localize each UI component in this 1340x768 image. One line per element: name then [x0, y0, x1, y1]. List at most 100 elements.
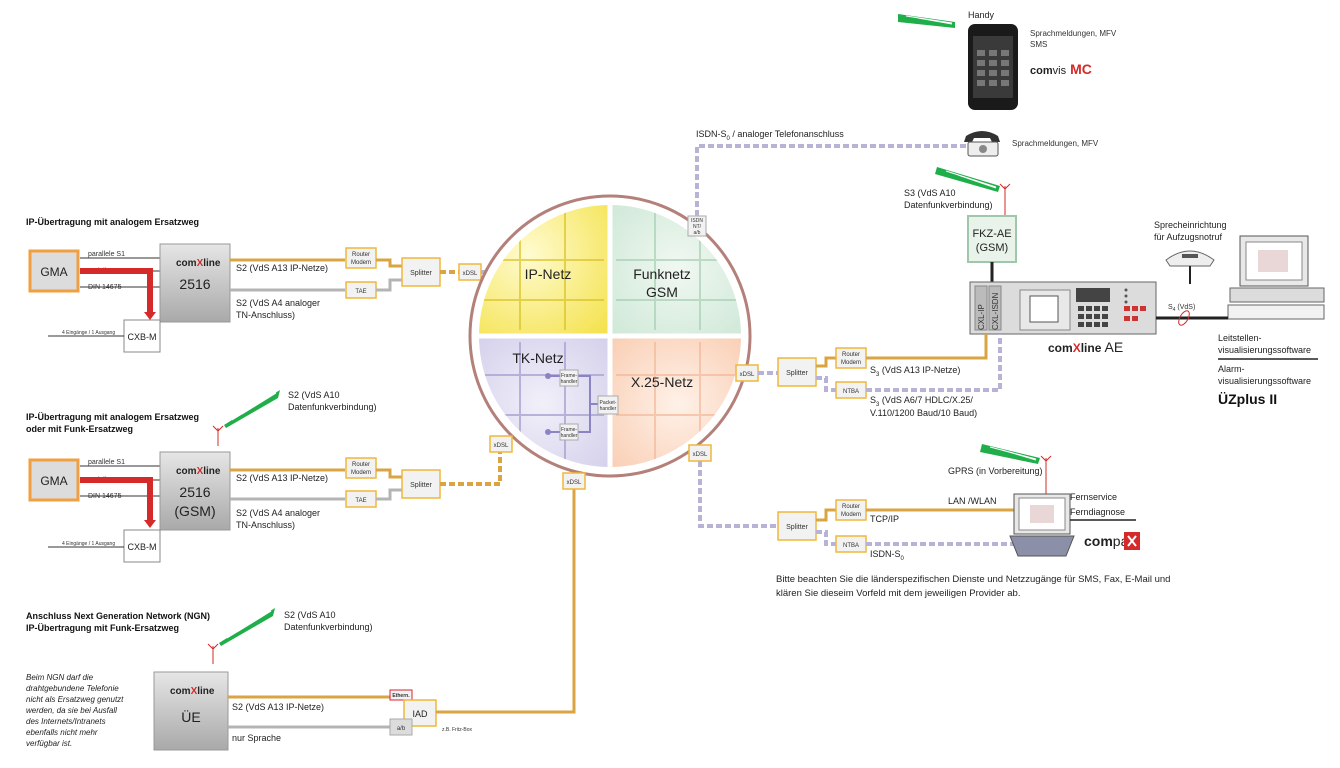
- section-title-ngn-1: Anschluss Next Generation Network (NGN): [26, 611, 210, 621]
- frame1-label-2: handler: [561, 379, 578, 385]
- router-label-1: Router: [352, 252, 370, 258]
- ae-isdn-line: [866, 334, 1002, 392]
- io-label: 4 Eingänge / 1 Ausgang: [62, 330, 115, 336]
- ab-label: a/b: [397, 726, 406, 732]
- leit-label-1: Leitstellen-: [1218, 333, 1262, 343]
- x25-quadrant: [610, 336, 741, 467]
- telephone-icon: [964, 131, 1000, 157]
- parallel-label-2: parallele S1: [88, 459, 125, 466]
- din-label: DIN 14675: [88, 284, 122, 291]
- radio-waves-icon-gprs: [980, 444, 1040, 464]
- gsm-label-2: GSM: [646, 284, 678, 300]
- ngn-voice-label: nur Sprache: [232, 733, 281, 743]
- s2-ip-label-2: S2 (VdS A13 IP-Netze): [236, 473, 328, 483]
- tae-label: TAE: [355, 289, 366, 295]
- brand-logo: comXline: [176, 258, 221, 269]
- router-label-2b: Modem: [351, 470, 371, 476]
- router-label-2a: Router: [352, 462, 370, 468]
- svg-text:Beim NGN darf die: Beim NGN darf die: [26, 673, 94, 682]
- s3-a6-label-2: V.110/1200 Baud/10 Baud): [870, 408, 977, 418]
- fkz-label-1: FKZ-AE: [972, 228, 1011, 240]
- cxb-label-2: CXB-M: [128, 542, 157, 552]
- splitter-box-2: [401, 469, 441, 499]
- router-label-r2: Modem: [841, 360, 861, 366]
- fern-label-2: Ferndiagnose: [1070, 507, 1125, 517]
- ntba-label-r: NTBA: [843, 389, 859, 395]
- sprech-label-2: für Aufzugsnotruf: [1154, 232, 1223, 242]
- router-label-br1: Router: [842, 504, 860, 510]
- s2-analog-label-1: S2 (VdS A4 analoger: [236, 298, 320, 308]
- frame2-label-2: handler: [561, 433, 578, 439]
- device-2516: [159, 243, 231, 323]
- ngn-uplink-line: [436, 488, 576, 714]
- xdsl-label-l: xDSL: [494, 443, 509, 449]
- svg-text:verfügbar ist.: verfügbar ist.: [26, 739, 72, 748]
- leit-label-2: visualisierungssoftware: [1218, 345, 1311, 355]
- s3-ip-label: S3 (VdS A13 IP-Netze): [870, 365, 960, 378]
- radio-waves-icon-fkz: [935, 167, 1000, 192]
- antenna-head-fkz: [999, 183, 1011, 190]
- handy-label: Handy: [968, 10, 995, 20]
- funk-label-2: Datenfunkverbindung): [288, 402, 377, 412]
- phone-desc: Sprachmeldungen, MFV: [1012, 139, 1099, 148]
- provider-note-1: Bitte beachten Sie die länderspezifische…: [776, 574, 1170, 585]
- xdsl-box-b: [562, 472, 586, 490]
- smartphone-icon: [968, 24, 1018, 110]
- handy-desc-1: Sprachmeldungen, MFV: [1030, 29, 1117, 38]
- tae-label-2: TAE: [355, 498, 366, 504]
- tae-splitter-line-2: [376, 488, 402, 501]
- frame1-label-1: Frame-: [561, 373, 577, 379]
- iad-label: IAD: [412, 709, 428, 719]
- s2-analog-label-2: TN-Anschluss): [236, 310, 295, 320]
- gma-label-2: GMA: [40, 474, 67, 488]
- gsm-quadrant: [610, 205, 741, 336]
- alarm-label-1: Alarm-: [1218, 364, 1245, 374]
- radio-waves-icon-top: [898, 14, 955, 28]
- router-modem-box-2: [345, 457, 377, 479]
- splitter-ntba-line-r: [816, 376, 836, 392]
- br-xdsl-line: [698, 461, 778, 528]
- brand-logo-2: comXline: [176, 466, 221, 477]
- alarm-label-2: visualisierungssoftware: [1218, 376, 1311, 386]
- router-label-r1: Router: [842, 352, 860, 358]
- ngn-s2-label: S2 (VdS A13 IP-Netze): [232, 702, 324, 712]
- s2-analog-label-2b: TN-Anschluss): [236, 520, 295, 530]
- svg-text:nicht als Ersatzweg genutzt: nicht als Ersatzweg genutzt: [26, 695, 124, 704]
- br-splitter-ntba-line: [816, 530, 836, 546]
- gma-box: [28, 249, 80, 293]
- red-arrow-2: [80, 477, 153, 522]
- provider-note-2: klären Sie dieseim Vorfeld mit dem jewei…: [776, 588, 1020, 599]
- computer-icon: [1227, 235, 1325, 320]
- xdsl-label: xDSL: [463, 271, 478, 277]
- ip-quadrant: [479, 205, 610, 336]
- antenna-head-3: [207, 643, 219, 650]
- xdsl-label-br: xDSL: [693, 452, 708, 458]
- cxl-isdn-label: CXL-ISDN: [991, 292, 1000, 330]
- radio-waves-icon-3: [219, 608, 275, 646]
- cxb-label: CXB-M: [128, 332, 157, 342]
- router-splitter-line: [376, 258, 402, 268]
- router-label-2: Modem: [351, 260, 371, 266]
- isdn-nt-label-1: ISDN: [691, 218, 703, 224]
- red-arrow: [80, 268, 153, 314]
- ae-logo: comXline AE: [1048, 339, 1123, 355]
- packet-label-1: Packet-: [600, 400, 617, 406]
- uzplus-label: ÜZplus II: [1218, 391, 1277, 407]
- ae-ip-line: [866, 334, 988, 360]
- tk-node-2: [545, 429, 551, 435]
- packet-handler: [597, 395, 619, 415]
- svg-text:drahtgebundene Telefonie: drahtgebundene Telefonie: [26, 684, 119, 693]
- device-label-ue: ÜE: [181, 708, 200, 725]
- ethernet-box: [389, 689, 413, 701]
- isdn-br-label: ISDN-S0: [870, 549, 905, 562]
- tk-label: TK-Netz: [512, 350, 563, 366]
- antenna-head-gprs: [1040, 455, 1052, 462]
- funk-label-1: S2 (VdS A10: [288, 390, 340, 400]
- compas-x-mark: [1127, 535, 1137, 547]
- frame-handler-2: [559, 423, 579, 441]
- s2-ip-label: S2 (VdS A13 IP-Netze): [236, 263, 328, 273]
- br-splitter-router-line: [816, 508, 836, 522]
- s3-a6-label: S3 (VdS A6/7 HDLC/X.25/: [870, 395, 973, 408]
- laptop-icon: [1009, 493, 1075, 557]
